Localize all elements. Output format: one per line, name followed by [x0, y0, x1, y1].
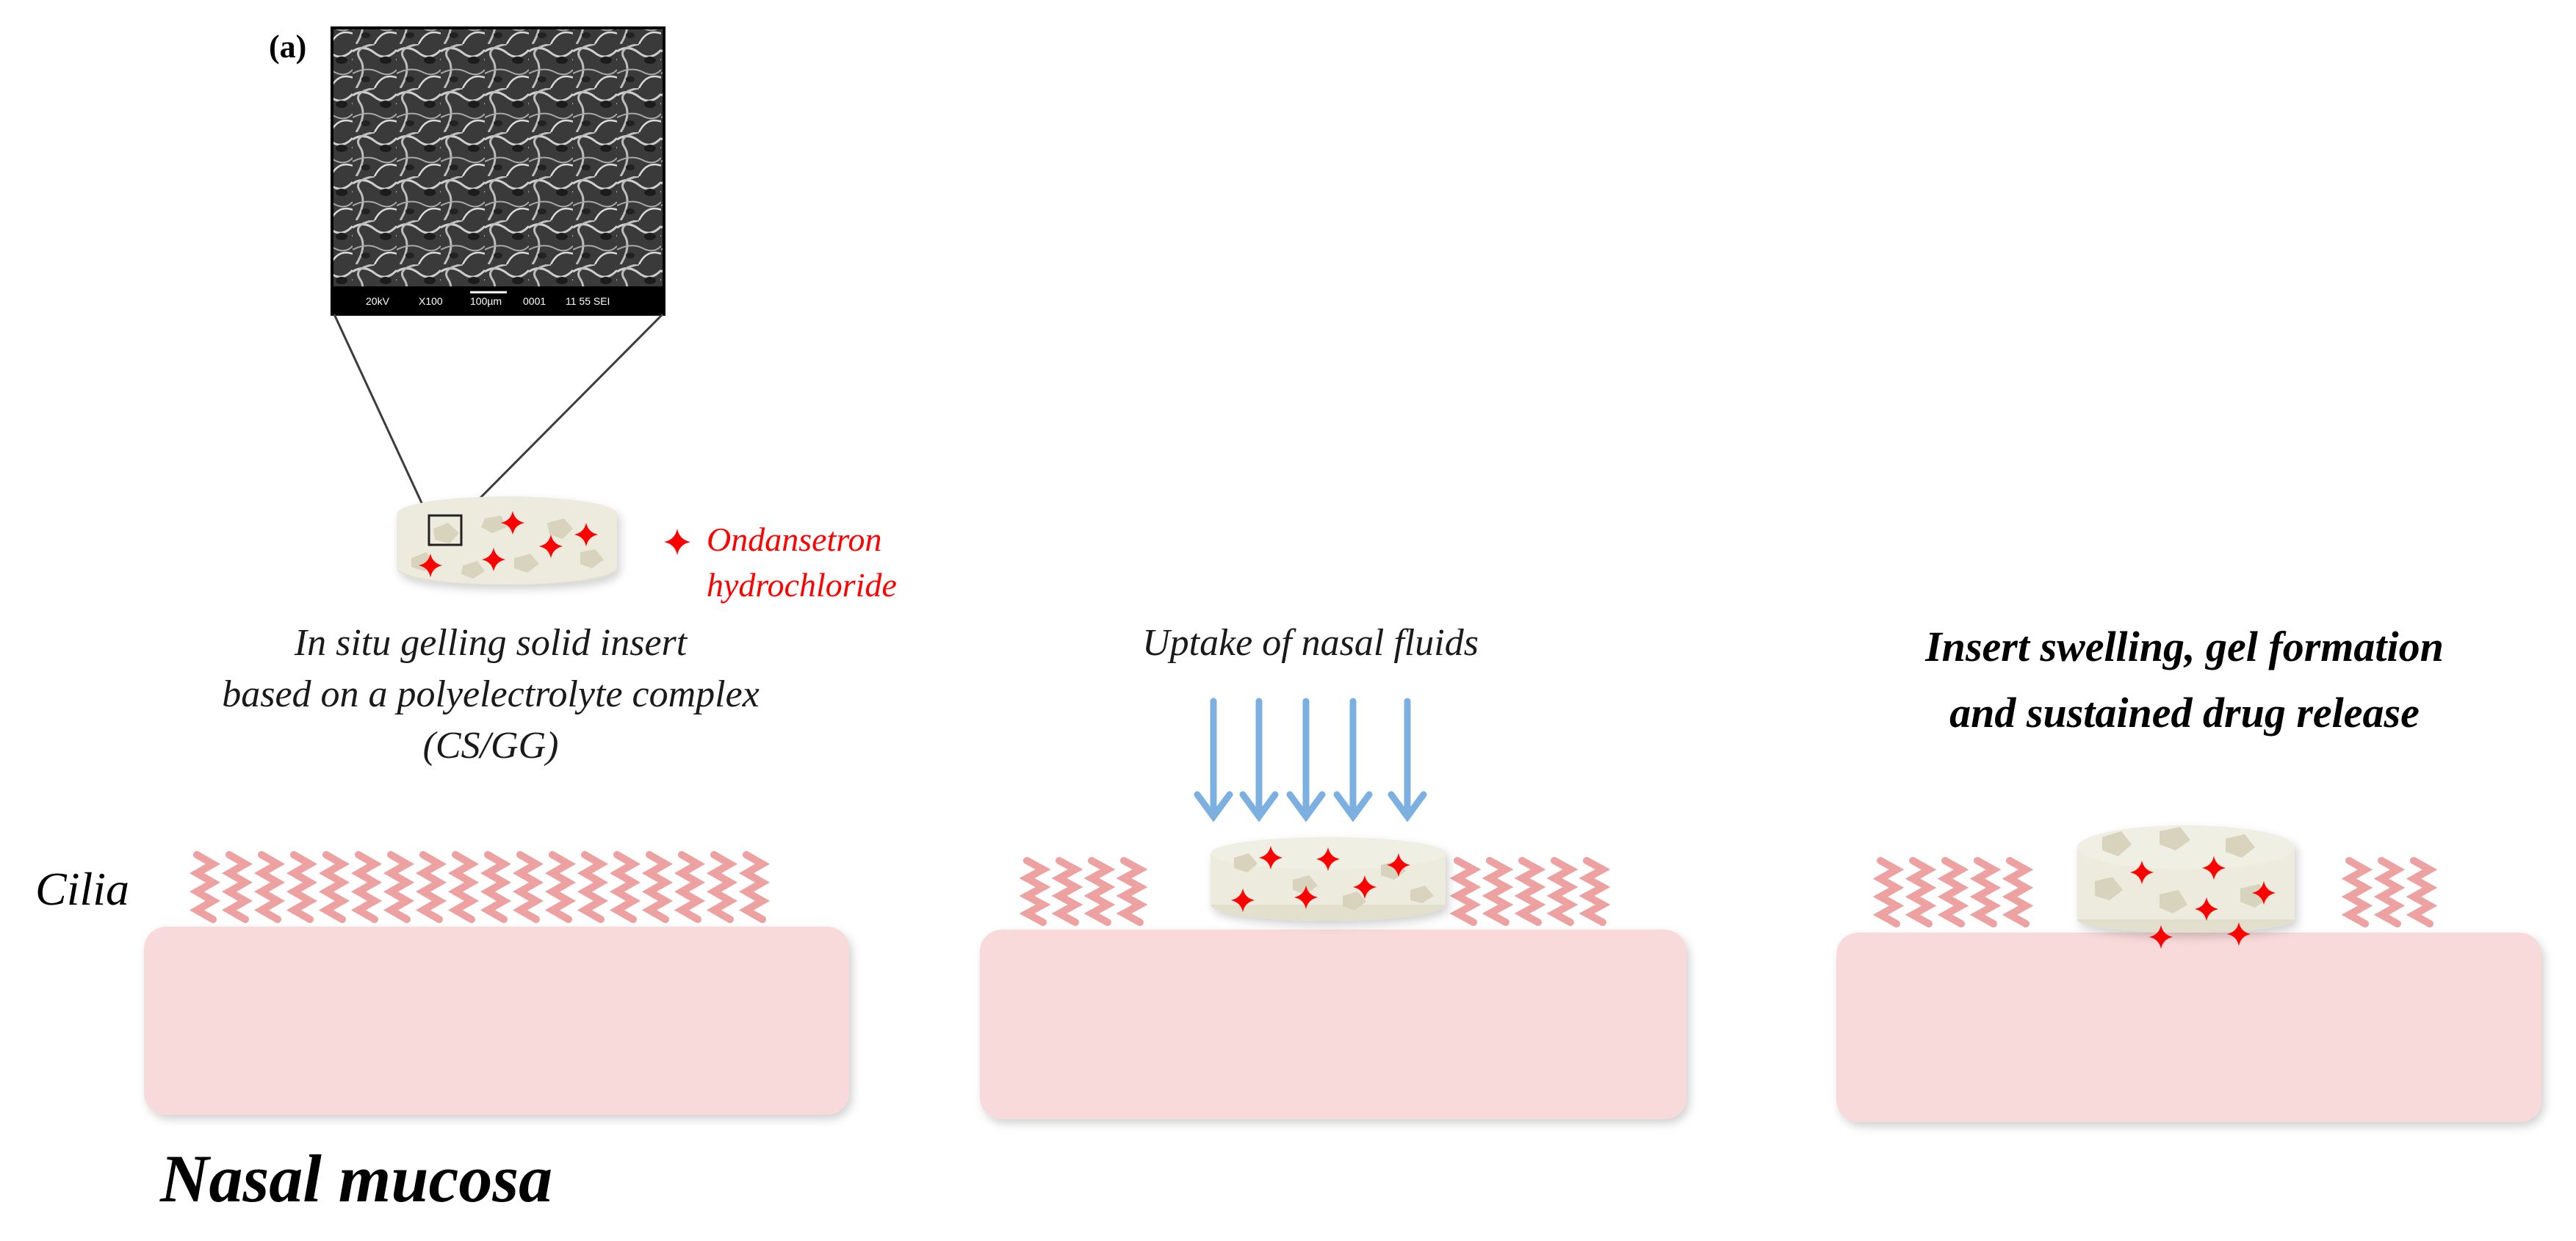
legend-star-icon — [664, 529, 690, 555]
cilium — [512, 851, 544, 923]
cilium — [1482, 857, 1514, 926]
cilium — [1116, 857, 1148, 926]
cilia-group — [189, 851, 2438, 927]
cilium — [738, 851, 771, 923]
cilium — [1051, 857, 1083, 926]
mucosa-block-2 — [980, 930, 1686, 1119]
mucosa-block-3 — [1836, 933, 2541, 1122]
zoom-region-box — [427, 514, 463, 546]
sem-voltage: 20kV — [366, 295, 390, 307]
stage1-caption-line2: based on a polyelectrolyte complex — [222, 673, 760, 715]
stage3-caption-line2: and sustained drug release — [1949, 689, 2420, 737]
cilium — [1083, 857, 1116, 926]
cilium — [318, 851, 350, 923]
cilium — [2002, 857, 2034, 927]
cilium — [2406, 857, 2438, 927]
cilium — [2341, 857, 2373, 927]
cilium — [383, 851, 415, 923]
zoom-lines — [333, 313, 664, 517]
down-arrow-icon — [1286, 698, 1326, 822]
cilium — [1514, 857, 1546, 926]
cilia-label: Cilia — [35, 863, 129, 915]
legend-line2: hydrochloride — [707, 566, 897, 604]
down-arrow-icon — [1333, 698, 1373, 822]
cilium — [415, 851, 447, 923]
down-arrow-icon — [1239, 698, 1279, 822]
cilium — [674, 851, 706, 923]
down-arrow-icon — [1194, 698, 1233, 822]
cilium — [609, 851, 641, 923]
cilium — [350, 851, 383, 923]
cilium — [221, 851, 253, 923]
cilium — [544, 851, 577, 923]
cilium — [1872, 857, 1905, 927]
mucosa-blocks — [144, 927, 2541, 1122]
cilium — [253, 851, 286, 923]
stage3-caption-line1: Insert swelling, gel formation — [1924, 623, 2444, 670]
cilium — [189, 851, 221, 923]
cilium — [706, 851, 738, 923]
cilium — [1905, 857, 1937, 927]
sem-magnification: X100 — [419, 295, 443, 307]
cilium — [577, 851, 609, 923]
sem-time: 11 55 SEI — [566, 295, 610, 307]
sem-id: 0001 — [523, 295, 546, 307]
cilium — [1019, 857, 1051, 926]
sem-scale: 100µm — [470, 295, 502, 307]
sem-micrograph: 20kV X100 100µm 0001 11 55 SEI — [331, 26, 665, 316]
drug-legend: Ondansetron hydrochloride — [664, 521, 897, 604]
panel-label: (a) — [269, 29, 306, 65]
cilium — [1937, 857, 1969, 927]
cilium — [1546, 857, 1579, 926]
stage3-particles — [2095, 827, 2270, 913]
cilium — [1449, 857, 1482, 926]
cilium — [1969, 857, 2002, 927]
cilium — [447, 851, 480, 923]
stage1-caption: In situ gelling solid insert based on a … — [222, 622, 760, 767]
mucosa-label: Nasal mucosa — [159, 1141, 552, 1216]
stage1-caption-line3: (CS/GG) — [423, 725, 559, 767]
cilium — [2373, 857, 2406, 927]
cilium — [480, 851, 512, 923]
fluid-arrows — [1194, 698, 1427, 822]
down-arrow-icon — [1388, 698, 1427, 822]
legend-line1: Ondansetron — [707, 521, 882, 558]
stage1-caption-line1: In situ gelling solid insert — [294, 622, 688, 664]
cilium — [1579, 857, 1611, 926]
stage3-caption: Insert swelling, gel formation and susta… — [1924, 623, 2444, 737]
cilium — [641, 851, 674, 923]
mucosa-block-1 — [144, 927, 849, 1115]
sem-info-bar: 20kV X100 100µm 0001 11 55 SEI — [366, 291, 610, 307]
stage2-caption: Uptake of nasal fluids — [1142, 622, 1479, 664]
cilium — [286, 851, 318, 923]
